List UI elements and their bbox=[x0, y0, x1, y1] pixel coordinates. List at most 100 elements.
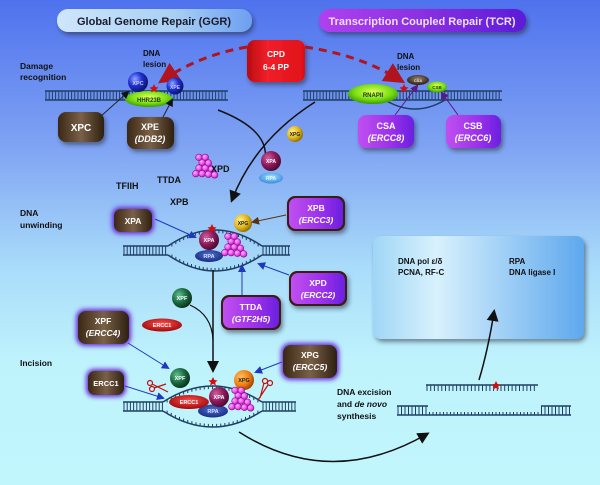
xpf-box-arrow bbox=[127, 342, 170, 370]
synthesis-panel bbox=[373, 236, 584, 339]
xpd-gene-box: XPD (ERCC2) bbox=[289, 271, 347, 306]
svg-text:ERCC1: ERCC1 bbox=[93, 379, 118, 388]
stage-unwinding-label-1: DNA bbox=[20, 208, 38, 218]
tfiih-subunit bbox=[204, 159, 213, 167]
svg-text:XPD: XPD bbox=[309, 278, 326, 288]
tfiih-complex bbox=[192, 153, 219, 179]
lesion-to-tcr-arrow bbox=[304, 45, 406, 84]
lesion-star-icon bbox=[208, 377, 218, 386]
free-xpf-protein: XPF bbox=[172, 288, 192, 308]
xpc-gene-box: XPC bbox=[58, 112, 104, 142]
scissors-icon-right bbox=[257, 377, 274, 401]
csa-gene-box: CSA (ERCC8) bbox=[358, 115, 414, 148]
svg-text:XPA: XPA bbox=[125, 216, 142, 226]
svg-text:CSB: CSB bbox=[463, 121, 483, 131]
tfiih-subunit bbox=[240, 392, 249, 400]
free-xpg-protein: XPG bbox=[287, 126, 303, 142]
svg-text:(ERCC8): (ERCC8) bbox=[368, 133, 405, 143]
tfiih-subunit bbox=[221, 249, 229, 257]
panel-right-2: DNA ligase I bbox=[509, 268, 555, 277]
panel-left-2: PCNA, RF-C bbox=[398, 268, 444, 277]
xpb-label: XPB bbox=[170, 197, 189, 207]
svg-text:XPG: XPG bbox=[290, 132, 301, 138]
tfiih-subunit bbox=[247, 404, 255, 412]
tcr-header: Transcription Coupled Repair (TCR) bbox=[319, 9, 526, 32]
svg-text:RNAPII: RNAPII bbox=[363, 93, 384, 99]
xpd-label: XPD bbox=[211, 164, 230, 174]
lesion-star-icon bbox=[491, 381, 501, 390]
svg-text:XPA: XPA bbox=[214, 395, 225, 401]
lesion-label-64pp: 6-4 PP bbox=[263, 62, 289, 72]
lesion-to-ggr-arrow bbox=[158, 45, 248, 84]
tfiih-subunit bbox=[224, 232, 232, 240]
xpf-gene-box: XPF (ERCC4) bbox=[76, 309, 131, 346]
svg-text:CSA: CSA bbox=[376, 121, 396, 131]
tfiih-subunit bbox=[195, 153, 203, 161]
tfiih-subunit bbox=[233, 249, 242, 257]
excised-dna-strands bbox=[397, 384, 571, 416]
incision-to-excision-arrow bbox=[238, 431, 430, 463]
svg-text:ERCC1: ERCC1 bbox=[153, 323, 172, 329]
csb-protein bbox=[427, 81, 447, 93]
svg-text:(ERCC6): (ERCC6) bbox=[455, 133, 492, 143]
lesion-star-icon bbox=[207, 224, 217, 233]
svg-text:XPE: XPE bbox=[141, 122, 159, 132]
excision-label-2: and de novo bbox=[337, 399, 387, 409]
svg-text:RPA: RPA bbox=[207, 409, 218, 415]
svg-text:(DDB2): (DDB2) bbox=[135, 134, 166, 144]
tfiih-subunit bbox=[201, 153, 209, 161]
ttda-gene-box: TTDA (GTF2H5) bbox=[221, 295, 281, 330]
tfiih-subunit bbox=[233, 238, 242, 246]
csb-box-arrow bbox=[440, 91, 459, 116]
svg-text:XPF: XPF bbox=[175, 376, 186, 382]
svg-text:HHR23B: HHR23B bbox=[137, 98, 162, 104]
ggr-complex: HHR23B XPC XPE bbox=[125, 72, 184, 107]
tfiih-subunit bbox=[240, 403, 249, 411]
ggr-dna-lesion-label-1: DNA bbox=[143, 49, 161, 58]
svg-text:RPA: RPA bbox=[266, 176, 277, 182]
panel-right-1: RPA bbox=[509, 257, 526, 266]
rnapii-protein bbox=[348, 84, 398, 104]
tcr-header-text: Transcription Coupled Repair (TCR) bbox=[328, 16, 515, 28]
stage-unwinding-label-2: unwinding bbox=[20, 220, 63, 230]
xpg-gene-box: XPG (ERCC5) bbox=[281, 343, 339, 380]
xpb-gene-box: XPB (ERCC3) bbox=[287, 196, 345, 231]
svg-text:XPE: XPE bbox=[170, 85, 181, 91]
unwinding-dna-bubble bbox=[123, 229, 290, 272]
excision-label-1: DNA excision bbox=[337, 387, 391, 397]
svg-text:(ERCC4): (ERCC4) bbox=[86, 328, 121, 338]
lesion-box: CPD 6-4 PP bbox=[247, 40, 305, 82]
svg-text:TTDA: TTDA bbox=[240, 302, 263, 312]
svg-text:XPA: XPA bbox=[266, 159, 276, 165]
lesion-star-icon bbox=[399, 84, 409, 93]
tcr-dna-lesion-label-1: DNA bbox=[397, 52, 415, 61]
panel-left-1: DNA pol ε/δ bbox=[398, 257, 442, 266]
svg-text:(ERCC2): (ERCC2) bbox=[301, 290, 336, 300]
tfiih-subunit bbox=[230, 232, 238, 240]
hhr23b-protein bbox=[125, 91, 173, 107]
svg-text:XPC: XPC bbox=[132, 81, 143, 87]
svg-text:(ERCC3): (ERCC3) bbox=[299, 215, 334, 225]
xpc-protein bbox=[128, 72, 148, 92]
excision-to-synthesis-arrow bbox=[478, 309, 499, 381]
tfiih-label: TFIIH bbox=[116, 181, 139, 191]
svg-text:XPF: XPF bbox=[95, 316, 112, 326]
tcr-complex: RNAPII CSA CSB bbox=[348, 75, 447, 104]
svg-text:(GTF2H5): (GTF2H5) bbox=[232, 314, 270, 324]
ggr-dna-lesion-label-2: lesion bbox=[143, 60, 166, 69]
xpf-joining-arrow bbox=[189, 304, 214, 341]
tfiih-subunit bbox=[198, 170, 206, 178]
tcr-dna-strand bbox=[303, 90, 502, 110]
xpa-box-arrow bbox=[154, 218, 197, 239]
svg-text:(ERCC5): (ERCC5) bbox=[293, 362, 328, 372]
tfiih-subunit bbox=[231, 386, 239, 394]
svg-text:XPG: XPG bbox=[301, 350, 319, 360]
tfiih-subunit bbox=[234, 403, 242, 411]
lesion-star-icon bbox=[149, 84, 159, 93]
svg-text:CSB: CSB bbox=[432, 85, 442, 90]
ercc1-box-arrow bbox=[124, 385, 165, 401]
incision-complex: RPA ERCC1 XPA XPF XPG bbox=[169, 368, 255, 418]
csa-box-arrow bbox=[394, 84, 419, 116]
ggr-header: Global Genome Repair (GGR) bbox=[57, 9, 252, 32]
